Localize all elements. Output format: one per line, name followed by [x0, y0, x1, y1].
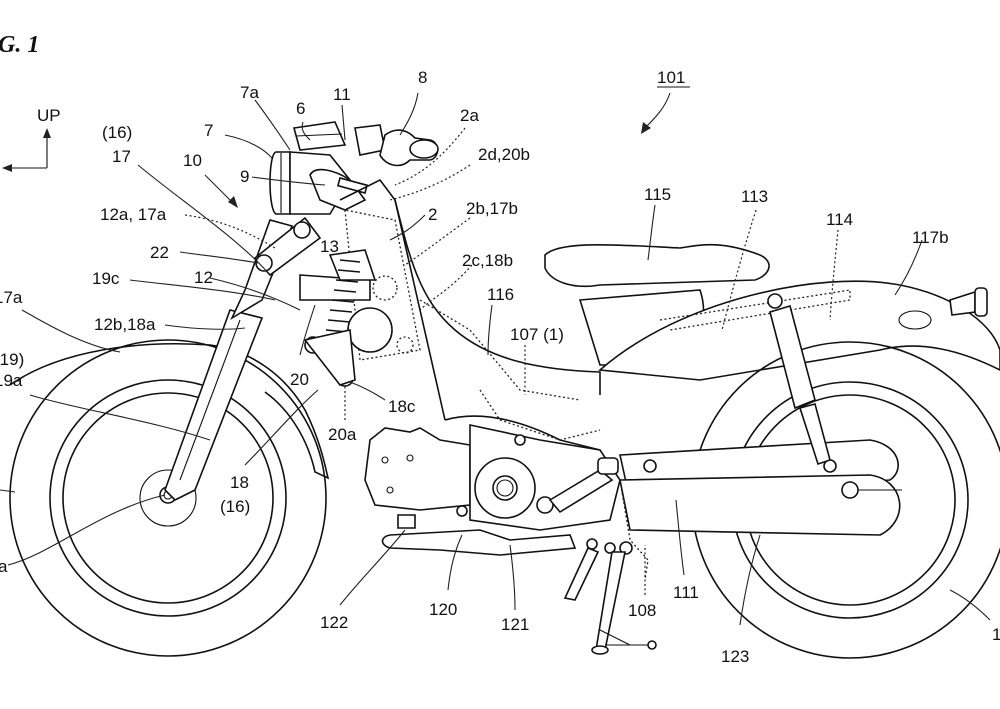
label-7: 7 [204, 121, 213, 140]
label-10: 10 [183, 151, 202, 170]
label-108: 108 [628, 601, 656, 620]
label-7a: 7a [240, 83, 259, 102]
assembly-ref-leader [644, 92, 671, 129]
label-9: 9 [240, 167, 249, 186]
front-arrow-icon [2, 164, 12, 172]
reference-labels: 6 7a 7 11 8 2a 2d,20b 9 10 (16) 17 2 2b,… [0, 68, 1000, 666]
chain-case-123 [619, 474, 901, 536]
headlight-assembly [269, 121, 439, 215]
exhaust-121 [381, 529, 577, 556]
frame-dashed-107 [419, 299, 581, 401]
front-rim-outer [49, 379, 287, 617]
seat-115 [544, 243, 770, 288]
meter-6 [292, 121, 347, 151]
label-19-paren: (19) [0, 350, 24, 369]
label-11: 11 [333, 85, 351, 104]
label-2b-17b: 2b,17b [466, 199, 518, 218]
label-121: 121 [501, 615, 529, 634]
headlight-7 [269, 151, 291, 215]
label-113: 113 [741, 187, 768, 206]
frame-outline-2 [344, 209, 421, 361]
frame-116 [394, 199, 601, 395]
label-120: 120 [429, 600, 457, 619]
label-20: 20 [290, 370, 309, 389]
label-114: 114 [826, 210, 853, 229]
shock-body [769, 304, 816, 410]
rear-frame-113 [659, 289, 851, 331]
crankcase [469, 424, 621, 531]
label-13: 13 [320, 237, 339, 256]
label-1-edge: 1 [992, 625, 1000, 644]
label-116: 116 [487, 285, 514, 304]
tail-light [949, 290, 976, 316]
label-17a: 17a [0, 288, 23, 307]
boot-13 [328, 249, 377, 281]
front-tire-outer [9, 339, 327, 657]
spring-20 [325, 259, 361, 333]
stand-108 [563, 479, 657, 655]
front-hub [139, 469, 197, 527]
label-20a: 20a [328, 425, 357, 444]
label-18c: 18c [388, 397, 416, 416]
label-2c-18b: 2c,18b [462, 251, 513, 270]
up-arrow-icon [43, 128, 51, 138]
rear-fender-117b [598, 280, 1000, 381]
label-117b: 117b [912, 228, 949, 247]
label-16-paren: (16) [102, 123, 132, 142]
bracket-122 [397, 514, 416, 529]
leader-lines [0, 92, 991, 626]
direction-indicator: UP [2, 106, 61, 172]
kick-lever [548, 469, 614, 514]
figure-title: G. 1 [0, 32, 39, 58]
front-fender [9, 343, 330, 480]
label-12: 12 [194, 268, 213, 287]
up-label: UP [37, 106, 61, 125]
label-115: 115 [644, 185, 671, 204]
kick-pivot [536, 496, 554, 514]
label-107-1: 107 (1) [510, 325, 564, 344]
frame-lower [444, 415, 601, 451]
label-12b-18a: 12b,18a [94, 315, 156, 334]
shock-rod [798, 403, 831, 466]
label-2a: 2a [460, 106, 479, 125]
label-12a-17a: 12a, 17a [100, 205, 167, 224]
pivot-hub [347, 307, 393, 353]
label-22: 22 [150, 243, 169, 262]
label-6: 6 [296, 99, 305, 118]
crankcase-cover [474, 457, 536, 519]
label-17: 17 [112, 147, 131, 166]
label-8: 8 [418, 68, 427, 87]
steering-linkage [253, 178, 446, 421]
reflector [898, 310, 932, 330]
assembly-ref-label: 101 [657, 68, 685, 87]
turn-signal-9 [309, 168, 367, 211]
label-2d-20b: 2d,20b [478, 145, 530, 164]
front-rim-inner [62, 392, 274, 604]
pivot-bolt-upper [293, 221, 311, 239]
label-18: 18 [230, 473, 249, 492]
label-123: 123 [721, 647, 749, 666]
rear-axle-nut [841, 481, 859, 499]
cylinder-head [364, 427, 471, 511]
assembly-reference: 101 [641, 68, 690, 134]
label-19c: 19c [92, 269, 120, 288]
label-19a: 19a [0, 371, 23, 390]
label-122: 122 [320, 613, 348, 632]
assembly-arrow-icon [641, 122, 651, 134]
engine [364, 424, 621, 531]
front-wheel [9, 339, 327, 657]
label-a: a [0, 557, 8, 576]
label-111: 111 [673, 583, 699, 602]
fork-leg [164, 309, 264, 501]
label-16-paren-2: (16) [220, 497, 250, 516]
grip-end [409, 139, 439, 159]
rear-shock-114 [767, 293, 831, 466]
label-2: 2 [428, 205, 437, 224]
